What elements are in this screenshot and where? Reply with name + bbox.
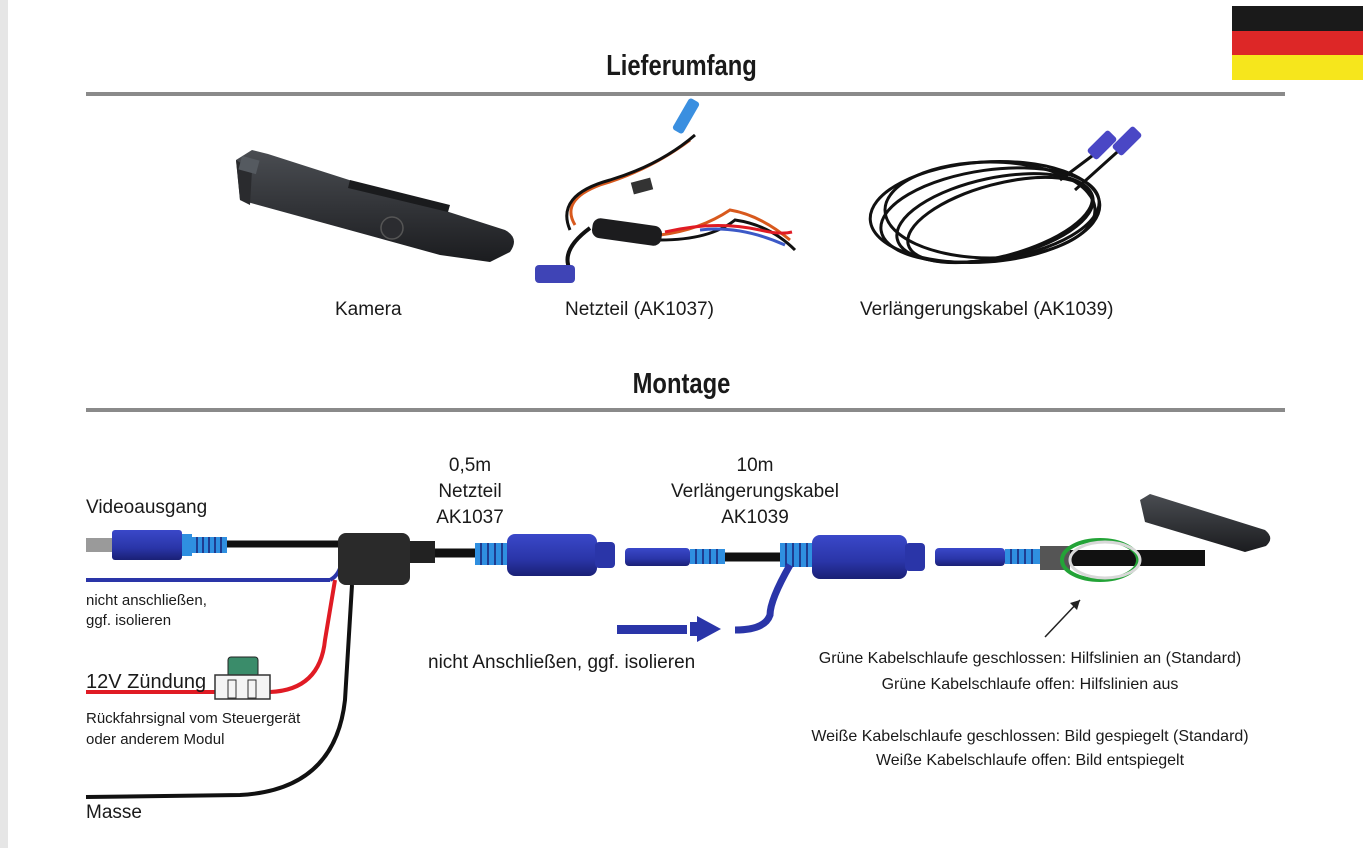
camera-caption: Kamera (335, 299, 402, 320)
reverse-signal-label-line2: oder anderem Modul (86, 731, 225, 748)
power-unit-caption: Netzteil (AK1037) (565, 299, 714, 320)
extension-cable-caption: Verlängerungskabel (AK1039) (860, 299, 1114, 320)
video-output-label: Videoausgang (86, 497, 208, 518)
section-divider (86, 92, 1285, 96)
not-connect-label-line1: nicht anschließen, (86, 592, 207, 609)
power-name-label: Netzteil (438, 481, 502, 502)
white-loop-open-note: Weiße Kabelschlaufe offen: Bild entspieg… (875, 752, 1185, 769)
green-loop-closed-note: Grüne Kabelschlaufe geschlossen: Hilfsli… (818, 650, 1242, 667)
section-title-mount: Montage (632, 368, 731, 400)
ground-label: Masse (86, 802, 142, 823)
extension-length-label: 10m (736, 455, 774, 476)
reverse-signal-label-line1: Rückfahrsignal vom Steuergerät (86, 710, 301, 727)
extension-cable-product-image (868, 126, 1142, 265)
power-unit-product-image (535, 98, 797, 283)
ignition-label: 12V Zündung (86, 671, 207, 693)
power-code-label: AK1037 (436, 507, 504, 528)
green-loop-open-note: Grüne Kabelschlaufe offen: Hilfslinien a… (881, 676, 1179, 693)
extension-code-label: AK1039 (721, 507, 789, 528)
wiring-diagram (85, 494, 1271, 799)
power-length-label: 0,5m (448, 455, 492, 476)
white-loop-closed-note: Weiße Kabelschlaufe geschlossen: Bild ge… (811, 728, 1249, 745)
german-flag-icon (1232, 6, 1363, 80)
not-connect-mid-label: nicht Anschließen, ggf. isolieren (428, 652, 696, 673)
camera-product-image (236, 150, 514, 262)
left-margin-bar (0, 0, 8, 848)
not-connect-label-line2: ggf. isolieren (86, 612, 172, 629)
section-title-scope: Lieferumfang (606, 50, 757, 82)
section-divider (86, 408, 1285, 412)
extension-name-label: Verlängerungskabel (671, 481, 839, 502)
